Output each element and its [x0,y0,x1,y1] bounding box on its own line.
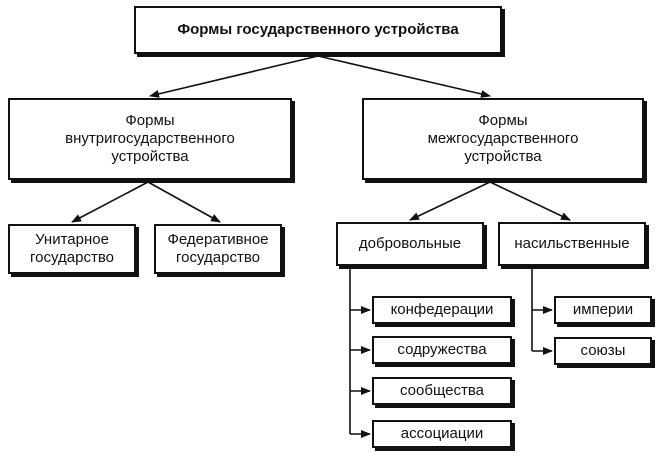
forced-box: насильственные [498,222,646,266]
communities-label: сообщества [400,382,484,399]
associations-label: ассоциации [400,425,484,442]
arrow-root-to-internal [149,55,319,98]
associations-box: ассоциации [372,420,512,448]
internal-forms-box: Формы внутригосударственного устройства [8,98,292,180]
interstate-forms-box: Формы межгосударственного устройства [362,98,644,180]
internal-forms-label: Формы внутригосударственного устройства [65,112,235,165]
empires-label: империи [572,301,634,318]
unitary-state-box: Унитарное государство [8,224,136,274]
arrow-root-to-interstate [317,55,491,98]
confederations-label: конфедерации [390,301,494,318]
arrow-internal-to-unitary [71,181,149,223]
root-label: Формы государственного устройства [177,21,459,38]
communities-box: сообщества [372,377,512,405]
federative-state-box: Федеративное государство [154,224,282,274]
confederations-box: конфедерации [372,296,512,324]
federative-state-label: Федеративное государство [167,231,269,266]
empires-box: империи [554,296,652,324]
forced-label: насильственные [514,235,630,252]
interstate-forms-label: Формы межгосударственного устройства [427,112,579,165]
unions-box: союзы [554,337,652,365]
commonwealths-box: содружества [372,336,512,364]
voluntary-box: добровольные [336,222,484,266]
unions-label: союзы [580,342,626,359]
arrow-internal-to-federative [147,181,221,223]
root-box: Формы государственного устройства [134,6,502,54]
unitary-state-label: Унитарное государство [30,231,114,266]
arrow-interstate-to-forced [489,181,571,221]
arrow-interstate-to-voluntary [409,181,491,221]
commonwealths-label: содружества [397,341,487,358]
voluntary-label: добровольные [358,235,462,252]
